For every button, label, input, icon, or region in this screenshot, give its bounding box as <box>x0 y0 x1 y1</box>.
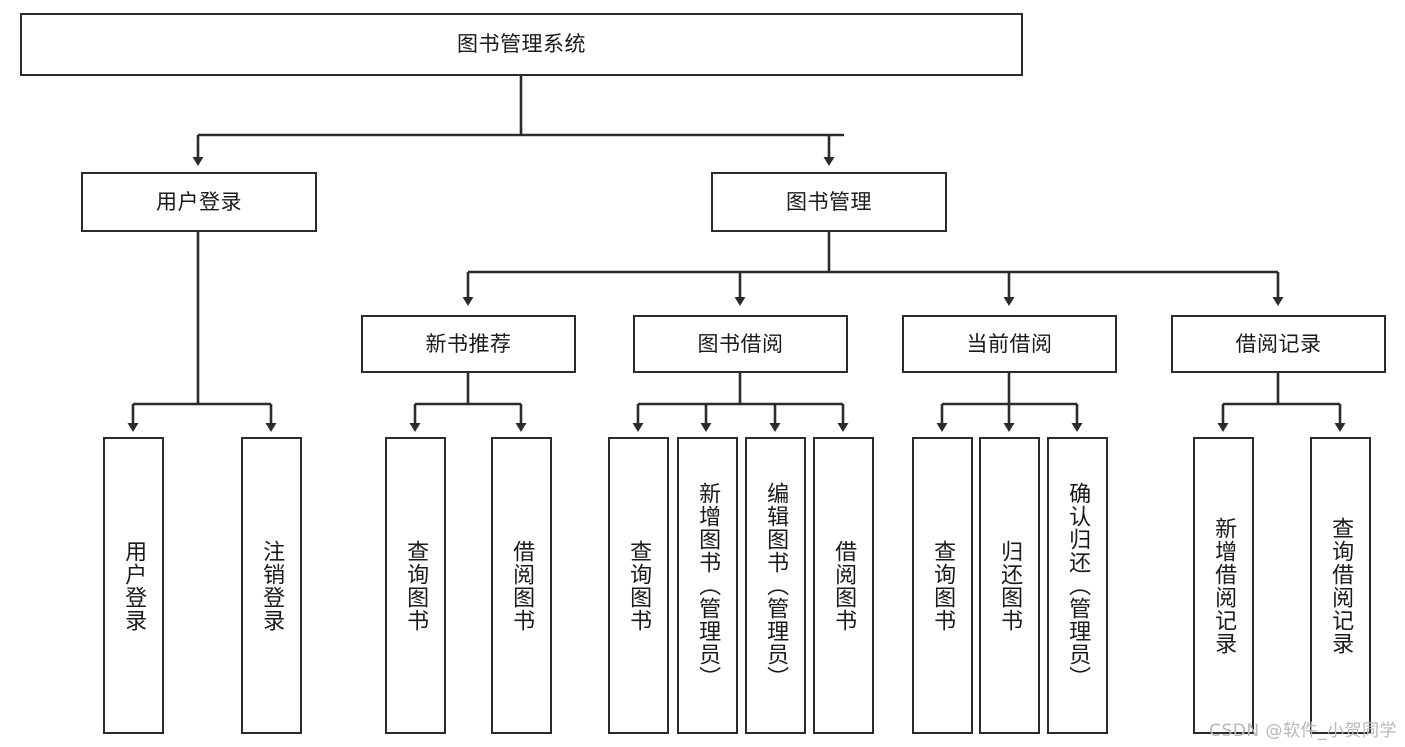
node-root[interactable]: 图书管理系统 <box>20 13 1023 76</box>
node-leaf-confirm-return[interactable]: 确认归还（管理员） <box>1047 437 1108 734</box>
node-leaf-query-book-1-label: 查询图书 <box>403 539 429 632</box>
node-new-book-recommend-label: 新书推荐 <box>425 331 512 356</box>
node-leaf-add-record-label: 新增借阅记录 <box>1211 516 1237 655</box>
node-leaf-borrow-book-1[interactable]: 借阅图书 <box>491 437 552 734</box>
node-leaf-add-record[interactable]: 新增借阅记录 <box>1193 437 1254 734</box>
node-leaf-user-login-label: 用户登录 <box>121 539 147 632</box>
node-borrow-record-label: 借阅记录 <box>1235 331 1322 356</box>
node-leaf-query-book-2-label: 查询图书 <box>626 539 652 632</box>
node-book-manage[interactable]: 图书管理 <box>711 172 947 232</box>
node-user-login[interactable]: 用户登录 <box>81 172 317 232</box>
node-leaf-add-book-label: 新增图书（管理员） <box>695 482 721 689</box>
node-leaf-confirm-return-label: 确认归还（管理员） <box>1065 482 1091 689</box>
node-book-manage-label: 图书管理 <box>786 189 872 214</box>
node-leaf-borrow-book-1-label: 借阅图书 <box>509 539 535 632</box>
node-book-borrow-label: 图书借阅 <box>697 331 784 356</box>
node-leaf-user-login[interactable]: 用户登录 <box>103 437 164 734</box>
node-leaf-query-record-label: 查询借阅记录 <box>1328 516 1354 655</box>
node-leaf-query-book-2[interactable]: 查询图书 <box>608 437 669 734</box>
node-leaf-add-book[interactable]: 新增图书（管理员） <box>677 437 738 734</box>
node-current-borrow-label: 当前借阅 <box>966 331 1053 356</box>
node-leaf-return-book-label: 归还图书 <box>997 539 1023 632</box>
node-leaf-edit-book-label: 编辑图书（管理员） <box>763 482 789 689</box>
node-leaf-borrow-book-2-label: 借阅图书 <box>831 539 857 632</box>
node-current-borrow[interactable]: 当前借阅 <box>902 315 1117 373</box>
node-borrow-record[interactable]: 借阅记录 <box>1171 315 1386 373</box>
node-book-borrow[interactable]: 图书借阅 <box>633 315 848 373</box>
node-leaf-user-logout-label: 注销登录 <box>259 539 285 632</box>
node-root-label: 图书管理系统 <box>457 32 586 57</box>
node-leaf-edit-book[interactable]: 编辑图书（管理员） <box>745 437 806 734</box>
node-leaf-query-book-3[interactable]: 查询图书 <box>912 437 973 734</box>
node-leaf-user-logout[interactable]: 注销登录 <box>241 437 302 734</box>
node-user-login-label: 用户登录 <box>156 189 242 214</box>
node-leaf-borrow-book-2[interactable]: 借阅图书 <box>813 437 874 734</box>
node-leaf-query-book-1[interactable]: 查询图书 <box>385 437 446 734</box>
node-new-book-recommend[interactable]: 新书推荐 <box>361 315 576 373</box>
csdn-watermark: CSDN @软件_小贺同学 <box>1209 721 1397 741</box>
node-leaf-query-record[interactable]: 查询借阅记录 <box>1310 437 1371 734</box>
node-leaf-query-book-3-label: 查询图书 <box>930 539 956 632</box>
node-leaf-return-book[interactable]: 归还图书 <box>979 437 1040 734</box>
